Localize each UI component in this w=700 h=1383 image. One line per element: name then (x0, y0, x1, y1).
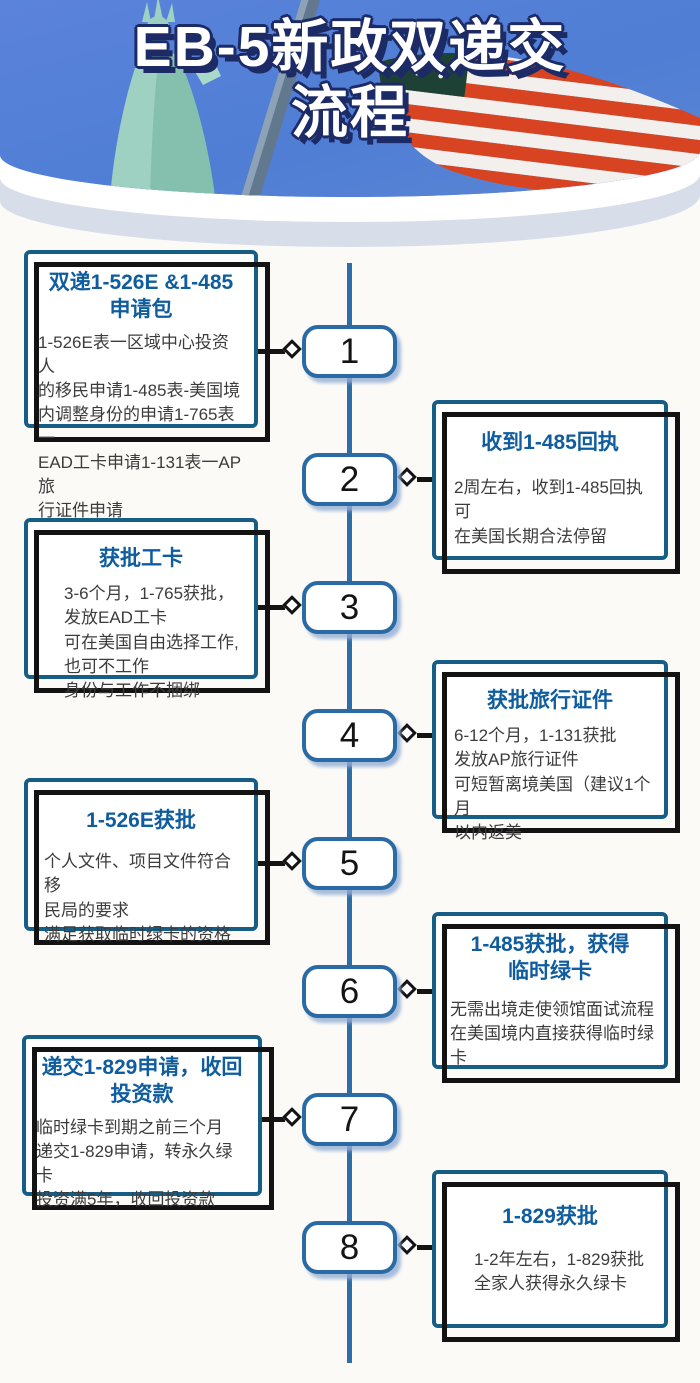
connector-line (255, 861, 285, 866)
timeline-line (347, 263, 352, 1363)
step-box-7: 递交1-829申请，收回 投资款 临时绿卡到期之前三个月 递交1-829申请，转… (22, 1035, 274, 1210)
connector-4 (397, 723, 433, 743)
step-box-4: 获批旅行证件 6-12个月，1-131获批 发放AP旅行证件 可短暂离境美国（建… (432, 660, 680, 842)
step-box-1: 双递1-526E &1-485 申请包 1-526E表一区域中心投资人 的移民申… (24, 250, 270, 520)
connector-5 (255, 851, 302, 871)
step-number-label: 5 (339, 843, 360, 883)
diamond-icon (397, 1235, 417, 1255)
header: EB-5新政双递交 流程 (0, 0, 700, 250)
step-number-7: 7 (302, 1093, 397, 1146)
diamond-icon (397, 979, 417, 999)
step-box-8: 1-829获批 1-2年左右，1-829获批 全家人获得永久绿卡 (432, 1170, 680, 1342)
step-number-8: 8 (302, 1221, 397, 1274)
step-number-label: 2 (339, 459, 360, 499)
diamond-icon (282, 851, 302, 871)
step-4-title: 获批旅行证件 (487, 689, 613, 712)
step-5-body: 个人文件、项目文件符合移 民局的要求 满足获取临时绿卡的资格 (44, 852, 231, 944)
step-2-body: 2周左右，收到1-485回执可 在美国长期合法停留 (454, 478, 643, 546)
step-3-title: 获批工卡 (99, 547, 183, 570)
diamond-icon (282, 339, 302, 359)
connector-3 (255, 595, 302, 615)
step-3-body: 3-6个月，1-765获批， 发放EAD工卡 可在美国自由选择工作, 也可不工作… (64, 584, 239, 700)
connector-line (255, 605, 285, 610)
step-number-1: 1 (302, 325, 397, 378)
step-5-title: 1-526E获批 (86, 809, 196, 832)
diamond-icon (282, 1107, 302, 1127)
page-title-line2: 流程 (291, 81, 409, 146)
header-photo-art (0, 0, 700, 197)
connector-1 (255, 339, 302, 359)
flag-pole-icon (221, 0, 339, 197)
step-box-5: 1-526E获批 个人文件、项目文件符合移 民局的要求 满足获取临时绿卡的资格 (24, 778, 270, 945)
step-number-2: 2 (302, 453, 397, 506)
step-8-title: 1-829获批 (502, 1205, 598, 1228)
connector-line (417, 1245, 433, 1250)
diamond-icon (397, 467, 417, 487)
connector-6 (397, 979, 433, 999)
step-1-body: 1-526E表一区域中心投资人 的移民申请1-485表-美国境 内调整身份的申请… (38, 332, 242, 521)
step-6-body: 无需出境走使领馆面试流程 在美国境内直接获得临时绿卡 (450, 999, 654, 1067)
step-1-title: 双递1-526E &1-485 申请包 (48, 271, 234, 322)
page-title: EB-5新政双递交 流程 (0, 14, 700, 146)
step-number-5: 5 (302, 837, 397, 890)
step-8-body: 1-2年左右，1-829获批 全家人获得永久绿卡 (474, 1250, 645, 1294)
page-title-line1: EB-5新政双递交 (133, 15, 567, 79)
step-number-label: 1 (339, 331, 360, 371)
step-7-body: 临时绿卡到期之前三个月 递交1-829申请，转永久绿卡 投资满5年，收回投资款 (36, 1117, 233, 1209)
step-number-label: 3 (339, 587, 360, 627)
header-photo (0, 0, 700, 197)
step-number-label: 8 (339, 1227, 360, 1267)
connector-8 (397, 1235, 433, 1255)
step-box-2: 收到1-485回执 2周左右，收到1-485回执可 在美国长期合法停留 (432, 400, 680, 574)
diamond-icon (282, 595, 302, 615)
step-number-label: 4 (339, 715, 360, 755)
step-number-6: 6 (302, 965, 397, 1018)
step-7-title: 递交1-829申请，收回 投资款 (41, 1056, 243, 1107)
connector-line (417, 733, 433, 738)
diamond-icon (397, 723, 417, 743)
connector-line (417, 989, 433, 994)
step-2-title: 收到1-485回执 (481, 431, 619, 454)
step-number-3: 3 (302, 581, 397, 634)
statue-of-liberty-icon (110, 0, 221, 197)
connector-2 (397, 467, 433, 487)
step-number-4: 4 (302, 709, 397, 762)
step-number-label: 7 (339, 1099, 360, 1139)
connector-line (417, 477, 433, 482)
connector-line (255, 349, 285, 354)
step-box-6: 1-485获批，获得 临时绿卡 无需出境走使领馆面试流程 在美国境内直接获得临时… (432, 912, 680, 1083)
step-4-body: 6-12个月，1-131获批 发放AP旅行证件 可短暂离境美国（建议1个月 以内… (454, 726, 651, 842)
step-box-3: 获批工卡 3-6个月，1-765获批， 发放EAD工卡 可在美国自由选择工作, … (24, 518, 270, 700)
step-6-title: 1-485获批，获得 临时绿卡 (470, 933, 630, 984)
step-number-label: 6 (339, 971, 360, 1011)
